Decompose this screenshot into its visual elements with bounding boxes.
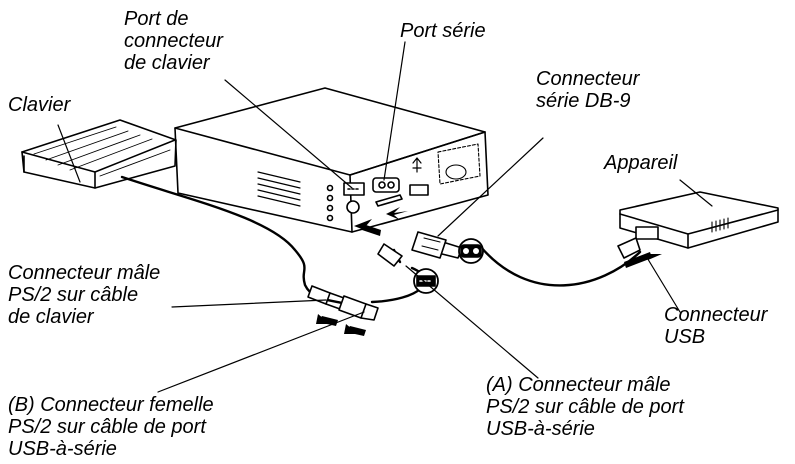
label-ps2-male-keyboard-cable: Connecteur mâle PS/2 sur câble de clavie… <box>8 262 161 328</box>
label-keyboard: Clavier <box>8 94 71 116</box>
connectors <box>307 231 641 321</box>
leader-lines <box>57 41 713 393</box>
label-ps2-male-adapter: (A) Connecteur mâle PS/2 sur câble de po… <box>486 374 684 440</box>
port-icon-badges <box>413 238 484 294</box>
label-keyboard-port: Port de connecteur de clavier <box>124 8 223 74</box>
keyboard-drawing <box>21 119 177 189</box>
insertion-arrows <box>316 207 662 336</box>
label-serial-port: Port série <box>400 20 486 42</box>
label-usb-connector: Connecteur USB <box>664 304 768 348</box>
device-drawing <box>619 191 779 249</box>
label-device: Appareil <box>604 152 678 174</box>
label-ps2-female-adapter: (B) Connecteur femelle PS/2 sur câble de… <box>8 394 214 460</box>
computer-drawing <box>174 87 489 233</box>
label-db9-connector: Connecteur série DB-9 <box>536 68 640 112</box>
